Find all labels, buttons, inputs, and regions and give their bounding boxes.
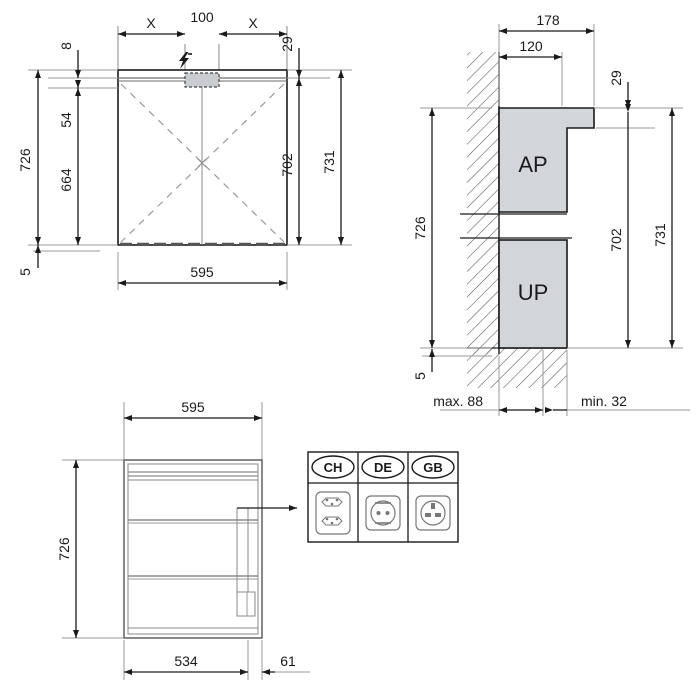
lightning-bolt-icon	[179, 52, 192, 69]
dim-664: 664	[58, 168, 74, 192]
section-right-ext-lines	[567, 107, 683, 349]
electrical-connection-box	[184, 72, 220, 88]
socket-header-gb: GB	[411, 455, 455, 479]
dim-5-section: 5	[412, 372, 428, 380]
dim-5-group-section: 5	[412, 349, 435, 380]
dim-595-group-side: 595	[123, 399, 263, 462]
dim-5-front: 5	[17, 268, 33, 276]
section-view: AP UP 178 120	[412, 12, 690, 416]
dim-726-group-section: 726	[412, 108, 435, 348]
dim-178: 178	[536, 12, 560, 28]
dim-702-group-front: 702	[279, 78, 302, 245]
dim-8-group: 8	[58, 42, 81, 78]
dim-731-front: 731	[321, 150, 337, 174]
dim-min-32: min. 32	[581, 393, 627, 409]
dim-534: 534	[174, 653, 198, 669]
up-body: UP	[498, 239, 568, 349]
label-up: UP	[518, 280, 549, 305]
dim-100: 100	[190, 9, 214, 25]
dim-731-group-section: 731	[652, 108, 675, 348]
dim-61: 61	[280, 653, 296, 669]
dim-8: 8	[58, 42, 74, 50]
dim-5-group-front: 5	[17, 245, 41, 276]
front-top-dim-chain: X 100 X	[118, 9, 287, 37]
label-ap: AP	[518, 152, 547, 177]
dim-29-front: 29	[279, 36, 295, 52]
dim-595-side: 595	[181, 399, 205, 415]
socket-gb-icon	[415, 495, 451, 531]
dim-702-front: 702	[279, 153, 295, 177]
dim-726-group-side: 726	[56, 459, 124, 639]
front-view: X 100 X	[17, 9, 352, 290]
ap-body: AP	[498, 107, 595, 213]
dim-731-group-front: 731	[321, 70, 344, 245]
socket-ch-icon	[315, 491, 351, 535]
side-bottom-dims: 534 61	[123, 640, 310, 680]
dim-54-group: 54	[58, 80, 81, 128]
dim-726-side: 726	[56, 537, 72, 561]
socket-box	[236, 591, 256, 617]
dim-max-88: max. 88	[433, 393, 483, 409]
dim-29-group-section: 29	[608, 70, 631, 128]
socket-code-ch: CH	[324, 460, 343, 475]
dim-29-section: 29	[608, 70, 624, 86]
dim-x-left: X	[146, 15, 156, 31]
socket-header-de: DE	[361, 455, 405, 479]
dim-731-section: 731	[652, 223, 668, 247]
dim-702-section: 702	[608, 228, 624, 252]
section-bottom-dims: max. 88 min. 32	[433, 350, 690, 416]
dim-29-group-front: 29	[279, 36, 302, 78]
dim-726-front: 726	[17, 148, 33, 172]
socket-header-ch: CH	[311, 455, 355, 479]
floor-hatch	[467, 347, 567, 388]
front-cabinet-body	[117, 69, 288, 246]
front-left-ext-lines	[28, 69, 118, 252]
dim-702-group-section: 702	[608, 128, 631, 348]
dim-120: 120	[519, 38, 543, 54]
socket-table: CH DE GB	[307, 451, 459, 543]
dim-726-group-front: 726	[17, 70, 41, 245]
center-mark	[197, 158, 207, 168]
section-break-lines	[460, 213, 572, 239]
wall-hatch-upper	[467, 52, 500, 354]
dim-54: 54	[58, 112, 74, 128]
socket-de-icon	[365, 495, 401, 531]
socket-code-de: DE	[374, 460, 392, 475]
dim-178-group: 178	[498, 12, 595, 106]
dim-x-right: X	[248, 15, 258, 31]
dim-664-group: 664	[58, 88, 81, 245]
dim-120-group: 120	[499, 38, 563, 106]
side-cabinet-body	[123, 459, 263, 639]
dim-726-section: 726	[412, 216, 428, 240]
side-view: 595	[56, 399, 310, 680]
dim-595-group-front: 595	[117, 252, 288, 290]
socket-code-gb: GB	[423, 460, 443, 475]
dim-595-front: 595	[190, 264, 214, 280]
